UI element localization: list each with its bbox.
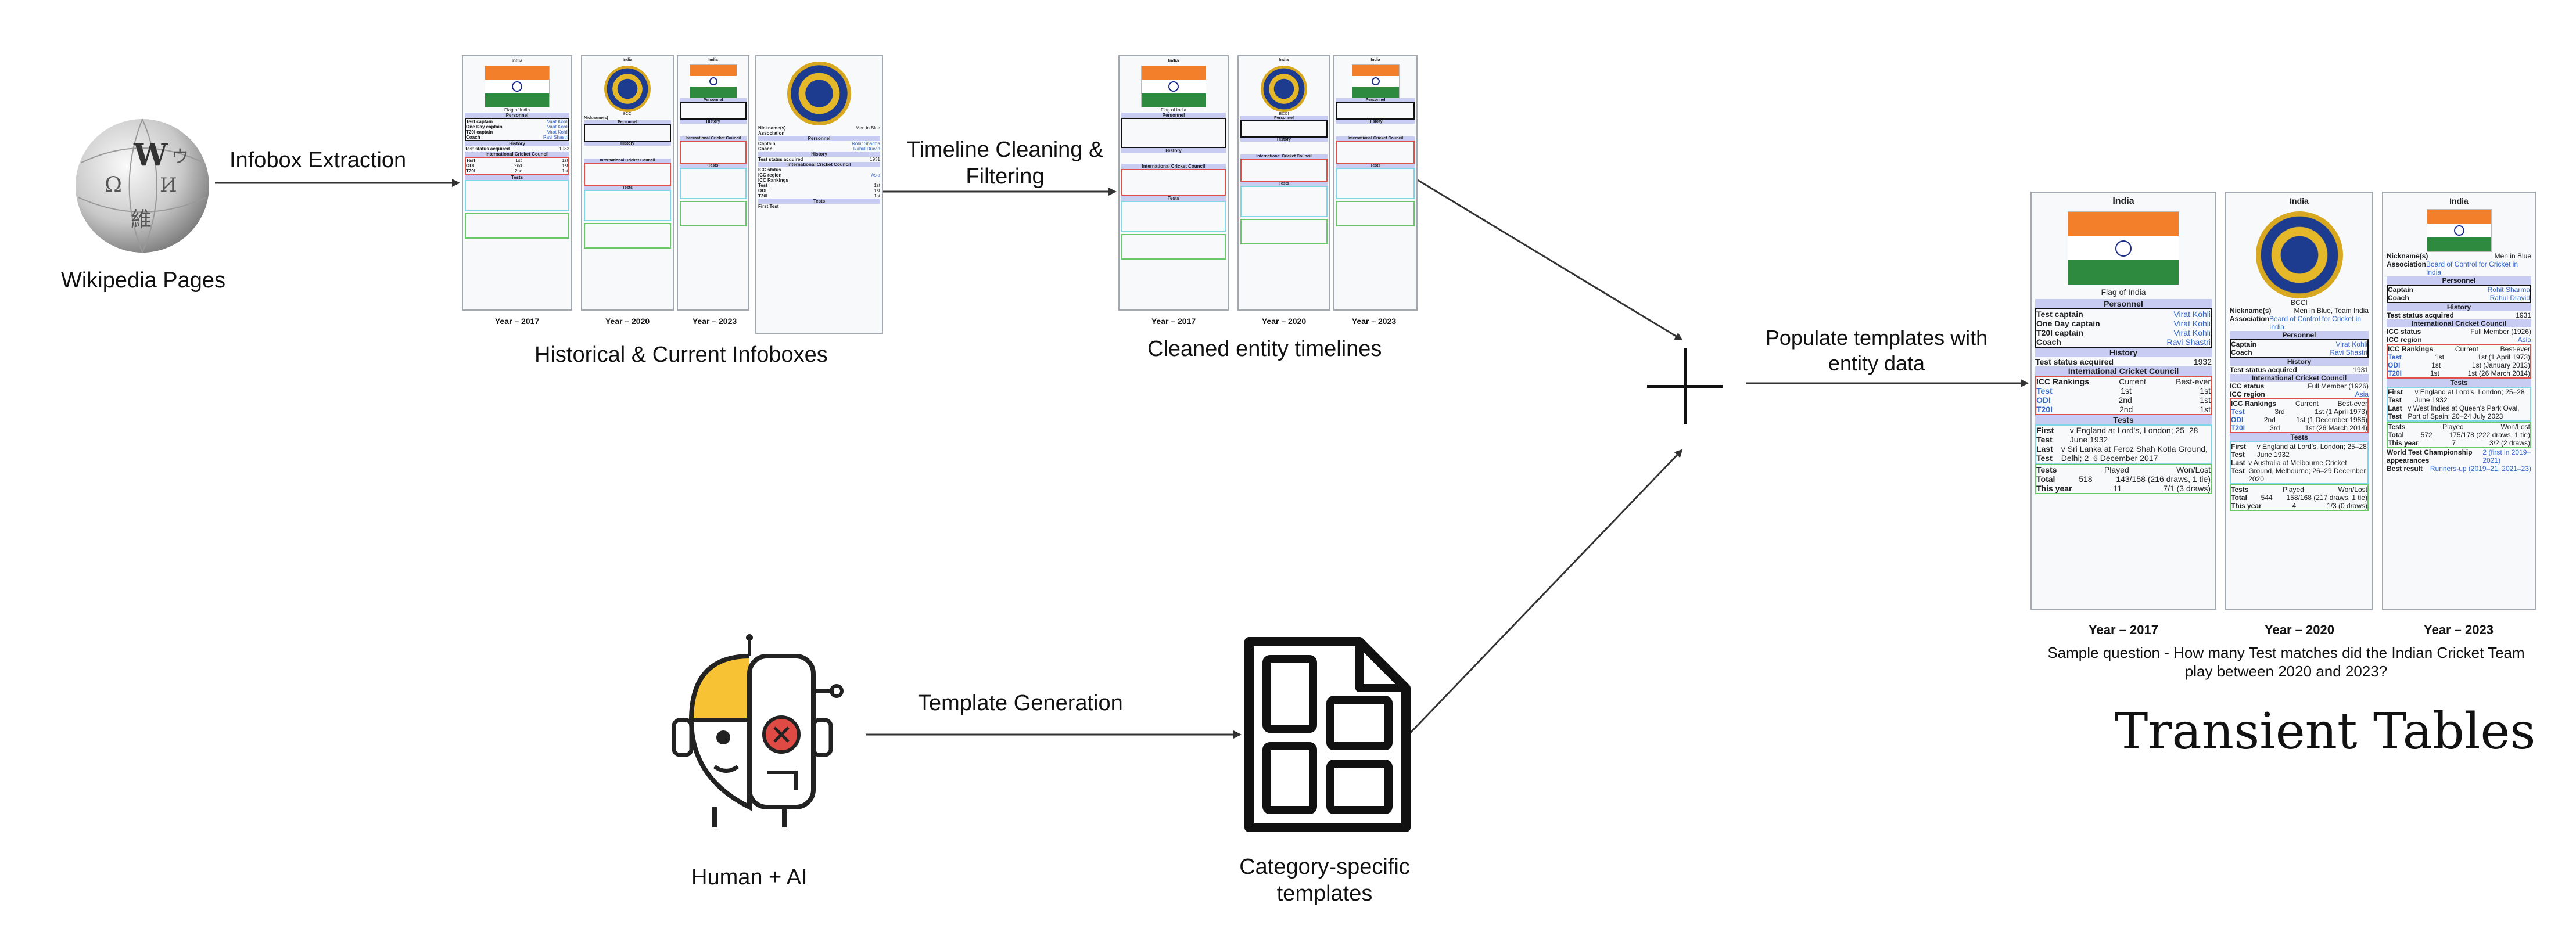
clean-infobox-2023: India Personnel History International Cr… xyxy=(1333,55,1418,311)
india-flag-icon xyxy=(1141,66,1206,107)
template-document-icon xyxy=(1243,636,1412,833)
india-flag-icon xyxy=(2068,211,2179,285)
india-flag-icon xyxy=(1351,64,1400,98)
thumb-year-2017: Year – 2017 xyxy=(494,316,540,326)
table-infobox-2020: India BCCI Nickname(s)Men in Blue, Team … xyxy=(2225,192,2373,610)
india-flag-icon xyxy=(689,64,737,98)
thumb-infobox-bcci: Nickname(s)Men in Blue Association Perso… xyxy=(755,55,883,334)
table-year-2017: Year – 2017 xyxy=(2089,622,2158,637)
arrow-template-to-plus xyxy=(1405,449,1683,739)
bcci-emblem-icon xyxy=(604,66,651,112)
table-infobox-2017: India Flag of India Personnel Test capta… xyxy=(2030,192,2216,610)
bcci-emblem-icon xyxy=(787,62,851,125)
cleaned-timelines-label: Cleaned entity timelines xyxy=(1147,337,1382,361)
svg-text:И: И xyxy=(160,174,177,197)
arrow-timelines-to-plus xyxy=(1417,179,1683,341)
timeline-cleaning-label: Timeline Cleaning & Filtering xyxy=(906,138,1104,189)
template-generation-label: Template Generation xyxy=(918,691,1123,715)
thumb-year-2020: Year – 2020 xyxy=(605,316,650,326)
transient-tables-title: Transient Tables xyxy=(2115,703,2536,761)
wikipedia-pages-label: Wikipedia Pages xyxy=(61,268,226,293)
sample-question-label: Sample question - How many Test matches … xyxy=(2047,644,2525,680)
thumb-infobox-2017: India Flag of India Personnel Test capta… xyxy=(462,55,572,311)
human-ai-face-icon xyxy=(656,633,848,830)
category-templates-label: Category-specific templates xyxy=(1239,855,1410,906)
wikipedia-globe-icon: W Ω И 維 ウ xyxy=(64,110,221,255)
svg-text:維: 維 xyxy=(131,208,152,232)
table-year-2020: Year – 2020 xyxy=(2265,622,2334,637)
bcci-emblem-icon xyxy=(2255,211,2343,298)
india-flag-icon xyxy=(485,66,550,107)
clean-infobox-2020: India BCCI Personnel History Internation… xyxy=(1237,55,1330,311)
populate-templates-label: Populate templates with entity data xyxy=(1765,326,1988,375)
historical-current-label: Historical & Current Infoboxes xyxy=(534,343,828,367)
svg-text:Ω: Ω xyxy=(105,173,122,197)
table-infobox-2023: India Nickname(s)Men in Blue Association… xyxy=(2382,192,2536,610)
india-flag-icon xyxy=(2426,209,2492,252)
thumb-year-2023: Year – 2023 xyxy=(692,316,737,326)
infobox-extraction-label: Infobox Extraction xyxy=(229,148,407,172)
bcci-emblem-icon xyxy=(1261,66,1307,112)
clean-infobox-2017: India Flag of India Personnel History In… xyxy=(1118,55,1229,311)
table-year-2023: Year – 2023 xyxy=(2424,622,2494,637)
svg-text:W: W xyxy=(133,138,168,173)
human-ai-label: Human + AI xyxy=(691,865,808,890)
svg-text:ウ: ウ xyxy=(171,147,189,167)
plus-icon xyxy=(1647,348,1723,424)
thumb-infobox-2023: India Personnel History International Cr… xyxy=(677,55,749,311)
thumb-infobox-2020: India BCCI Nickname(s) Personnel History… xyxy=(581,55,674,311)
